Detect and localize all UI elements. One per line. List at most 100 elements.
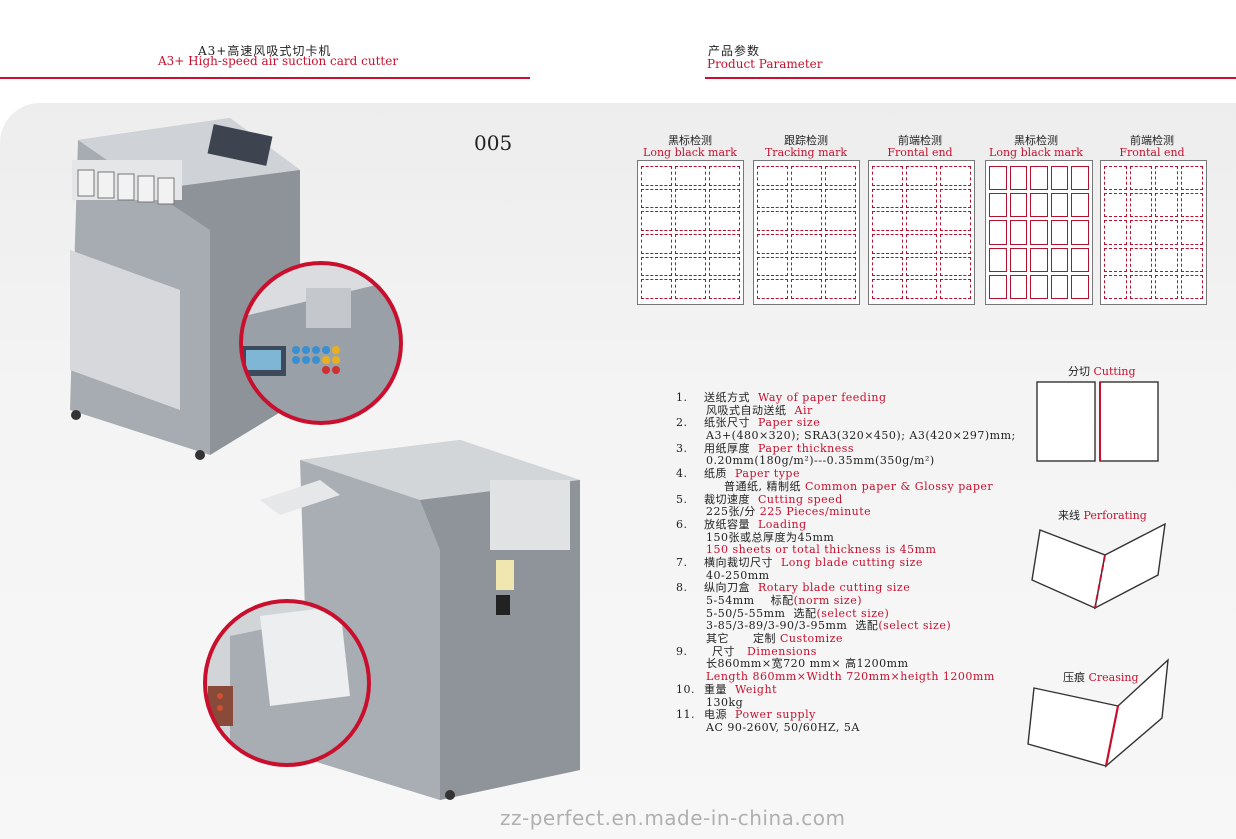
card-cell	[1129, 274, 1152, 299]
card-cell	[757, 256, 788, 277]
card-cell	[1129, 247, 1152, 272]
spec-row: 8.纵向刀盒 Rotary blade cutting size	[676, 581, 911, 595]
spec-list: 1.送纸方式 Way of paper feeding 风吸式自动送纸 Air …	[676, 391, 1016, 735]
spec-row: Length 860mm×Width 720mm×heigth 1200mm	[706, 670, 995, 684]
sheet-grid	[641, 166, 740, 299]
card-cell	[989, 220, 1007, 245]
diagram-label-perforating: 来线 Perforating	[1058, 509, 1147, 522]
card-cell	[791, 256, 822, 277]
card-cell	[791, 233, 822, 254]
spec-row: 5-50/5-55mm 选配(select size)	[706, 606, 890, 620]
diagram-label-cutting: 分切 Cutting	[1068, 365, 1136, 378]
card-cell	[757, 188, 788, 209]
header-left-cn: A3+高速风吸式切卡机	[198, 44, 332, 58]
card-cell	[940, 279, 971, 299]
spec-row: 40-250mm	[706, 568, 770, 582]
card-cell	[1155, 220, 1178, 245]
card-cell	[757, 233, 788, 254]
spec-row: 其它 定制 Customize	[706, 632, 843, 646]
diagram-creasing	[1027, 658, 1169, 768]
card-cell	[1155, 193, 1178, 218]
header-left-rule	[0, 77, 530, 79]
card-cell	[872, 211, 903, 231]
card-cell	[709, 233, 740, 254]
spec-row: 9. 尺寸 Dimensions	[676, 644, 817, 658]
card-cell	[709, 279, 740, 299]
spec-row: AC 90-260V, 50/60HZ, 5A	[706, 720, 860, 734]
card-cell	[989, 274, 1007, 299]
card-cell	[825, 211, 856, 231]
card-cell	[906, 211, 937, 231]
sheet-grid	[872, 166, 971, 299]
card-cell	[1071, 166, 1089, 191]
card-cell	[1050, 274, 1069, 299]
card-cell	[872, 166, 903, 186]
card-cell	[641, 166, 672, 186]
card-cell	[1155, 166, 1178, 191]
card-cell	[1155, 247, 1178, 272]
spec-row: 2.纸张尺寸 Paper size	[676, 416, 821, 430]
card-cell	[1104, 166, 1127, 191]
card-cell	[675, 188, 706, 209]
sheet-sample-2	[753, 160, 860, 305]
card-cell	[940, 233, 971, 254]
spec-row: 225张/分 225 Pieces/minute	[706, 505, 872, 519]
card-cell	[1030, 247, 1048, 272]
card-cell	[1030, 166, 1048, 191]
card-cell	[1104, 193, 1127, 218]
spec-row: 长860mm×宽720 mm× 高1200mm	[706, 657, 909, 671]
card-cell	[1180, 274, 1203, 299]
header-right-cn: 产品参数	[708, 44, 761, 58]
machine-photo-side	[260, 440, 580, 800]
card-cell	[791, 211, 822, 231]
sheet-sample-3	[868, 160, 975, 305]
card-cell	[757, 211, 788, 231]
sheet-sample-5	[1100, 160, 1207, 305]
zoom-feeder-detail	[203, 599, 371, 767]
card-cell	[1155, 274, 1178, 299]
card-cell	[709, 211, 740, 231]
card-cell	[709, 256, 740, 277]
card-cell	[872, 256, 903, 277]
card-cell	[1180, 193, 1203, 218]
card-cell	[641, 211, 672, 231]
card-cell	[757, 279, 788, 299]
card-cell	[1050, 220, 1069, 245]
sheet-sample-4	[985, 160, 1093, 305]
spec-row: A3+(480×320); SRA3(320×450); A3(420×297)…	[706, 429, 1016, 443]
card-cell	[1071, 193, 1089, 218]
spec-row: 150张或总厚度为45mm	[706, 530, 835, 544]
card-cell	[791, 279, 822, 299]
card-cell	[825, 256, 856, 277]
card-cell	[1009, 220, 1028, 245]
card-cell	[940, 211, 971, 231]
card-cell	[1009, 274, 1028, 299]
card-cell	[757, 166, 788, 186]
card-cell	[791, 188, 822, 209]
card-cell	[906, 166, 937, 186]
spec-row: 10.重量 Weight	[676, 682, 777, 696]
spec-row: 5.裁切速度 Cutting speed	[676, 492, 843, 506]
card-cell	[1104, 247, 1127, 272]
sheet-grid	[989, 166, 1089, 299]
card-cell	[1180, 247, 1203, 272]
spec-row: 3.用纸厚度 Paper thickness	[676, 441, 855, 455]
header-right-rule	[705, 77, 1236, 79]
sheet-grid	[1104, 166, 1203, 299]
card-cell	[872, 188, 903, 209]
card-cell	[1030, 274, 1048, 299]
card-cell	[1050, 193, 1069, 218]
card-cell	[709, 166, 740, 186]
card-cell	[1180, 220, 1203, 245]
card-cell	[906, 188, 937, 209]
card-cell	[940, 188, 971, 209]
card-cell	[675, 166, 706, 186]
card-cell	[1129, 166, 1152, 191]
spec-row: 130kg	[706, 695, 744, 709]
card-cell	[1071, 220, 1089, 245]
card-cell	[1071, 247, 1089, 272]
card-cell	[641, 188, 672, 209]
card-cell	[1009, 247, 1028, 272]
